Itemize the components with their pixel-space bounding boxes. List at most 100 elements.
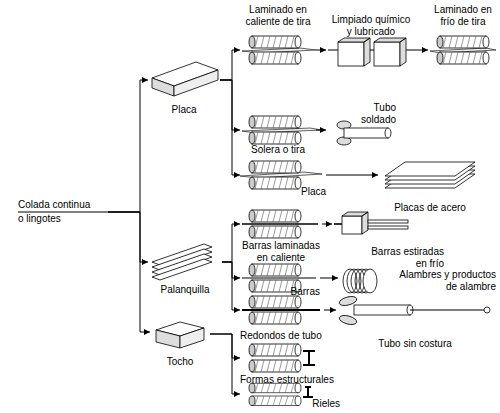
process-step: Alambres y productos de alambre [338,266,496,296]
bar-mill-part [249,210,301,238]
process-step: Tocho [150,316,210,368]
process-step: Barras [240,264,320,298]
plate-stack-part [385,162,475,176]
seamless-tube-drawing [338,295,490,326]
step-label: Tubo sin costura [378,338,452,350]
step-label: Placas de acero [394,202,466,214]
rail-mill-part [249,383,301,405]
bloom-drawing [156,322,204,348]
flow-arrow [316,50,326,51]
slab-drawing [152,62,218,96]
process-step: Formas estructurales [240,340,350,386]
drawing-die [334,212,408,234]
flow-arrow [220,80,240,130]
structural-mill-part [303,351,315,365]
process-step: Barras estiradas en frío [332,214,444,270]
process-step: Rieles [240,382,340,410]
structural-mill [249,344,315,372]
skelp-mill [242,116,322,144]
bar-mill-part [242,223,318,225]
rail-mill-part [303,387,313,397]
step-label: Tubo soldado [356,102,396,126]
tube-round-mill-part [242,309,320,311]
process-step: Placas de acero [378,158,482,214]
flow-arrow [108,212,150,332]
skelp-mill-part [249,116,301,144]
process-step: Placa [148,58,220,116]
pickling-tanks-part [338,38,370,66]
welded-tube-drawing-part [344,128,388,138]
rail-mill [249,383,313,405]
step-label: Barras laminadas en caliente [240,240,322,264]
flow-arrow [220,80,240,175]
step-label: Rieles [312,398,340,410]
step-label: Barras estiradas en frío [364,246,444,270]
plate-mill [240,161,322,189]
flow-arrow [222,262,240,310]
seamless-tube-drawing-part [338,314,357,326]
wire-coil [343,269,377,293]
step-label: Alambres y productos de alambre [391,269,496,293]
process-step: Solera o tira [240,96,316,156]
process-step: Palanquilla [148,238,222,296]
pickling-tanks-part [374,38,406,66]
flow-arrow [222,224,240,262]
flow-arrow [222,262,240,278]
hot-strip-mill [242,36,316,64]
pickling-tanks-part [338,42,364,66]
feed-underline [18,212,108,213]
seamless-tube-drawing-part [354,305,410,315]
step-label: Palanquilla [161,284,210,296]
drawing-die-part [334,223,342,225]
rod-mill-part [242,277,316,278]
feed-underline-part [18,212,108,213]
structural-mill-part [249,344,301,372]
process-step: Laminado en caliente de tira [240,4,316,74]
seamless-tube-drawing-part [484,307,490,313]
flow-arrow [108,212,148,262]
step-label: Placa [171,104,196,116]
flow-arrow [316,130,326,131]
step-label: Laminado en caliente de tira [240,4,316,28]
pickling-tanks-part [374,42,400,66]
flow-arrow [322,224,332,225]
step-label: Placa [301,186,326,198]
cold-strip-mill-part [437,36,489,64]
process-step: Tubo sin costura [336,296,494,350]
process-step: Tubo soldado [326,102,396,158]
drawing-die-part [368,220,408,223]
billet-drawing [152,244,212,280]
step-label: Redondos de tubo [240,330,322,342]
process-step: Limpiado químico y lubricado [326,14,416,74]
seamless-tube-drawing-part [410,309,484,310]
pickling-tanks [328,38,416,66]
flow-arrow [108,80,148,212]
step-label: Colada continua o lingotes [18,198,98,226]
step-label: Tocho [167,356,194,368]
drawing-die-part [368,226,408,229]
process-step: Redondos de tubo [240,296,324,342]
slab-drawing-part [174,70,218,96]
bloom-drawing-part [180,328,204,348]
tube-round-mill [242,296,320,324]
drawing-die-part [342,216,362,234]
hot-strip-mill-part [249,36,301,64]
flow-arrow [210,334,240,394]
tube-round-mill-part [249,296,301,324]
bar-mill [242,210,318,238]
welded-tube-drawing-part [385,128,391,138]
plate-mill-part [249,161,301,189]
process-step: Colada continua o lingotes [18,198,108,228]
flow-arrow [220,50,240,80]
flow-arrow [320,278,338,279]
process-step: Placa [240,160,326,198]
flow-arrow [416,50,428,51]
step-label: Solera o tira [251,144,305,156]
drawing-die-part [342,212,368,234]
flow-arrow [324,310,336,311]
plate-stack [385,162,475,188]
bloom-drawing-part [156,330,180,348]
wire-coil-part [363,269,377,293]
flow-arrow [210,334,240,358]
slab-drawing-part [152,78,174,96]
